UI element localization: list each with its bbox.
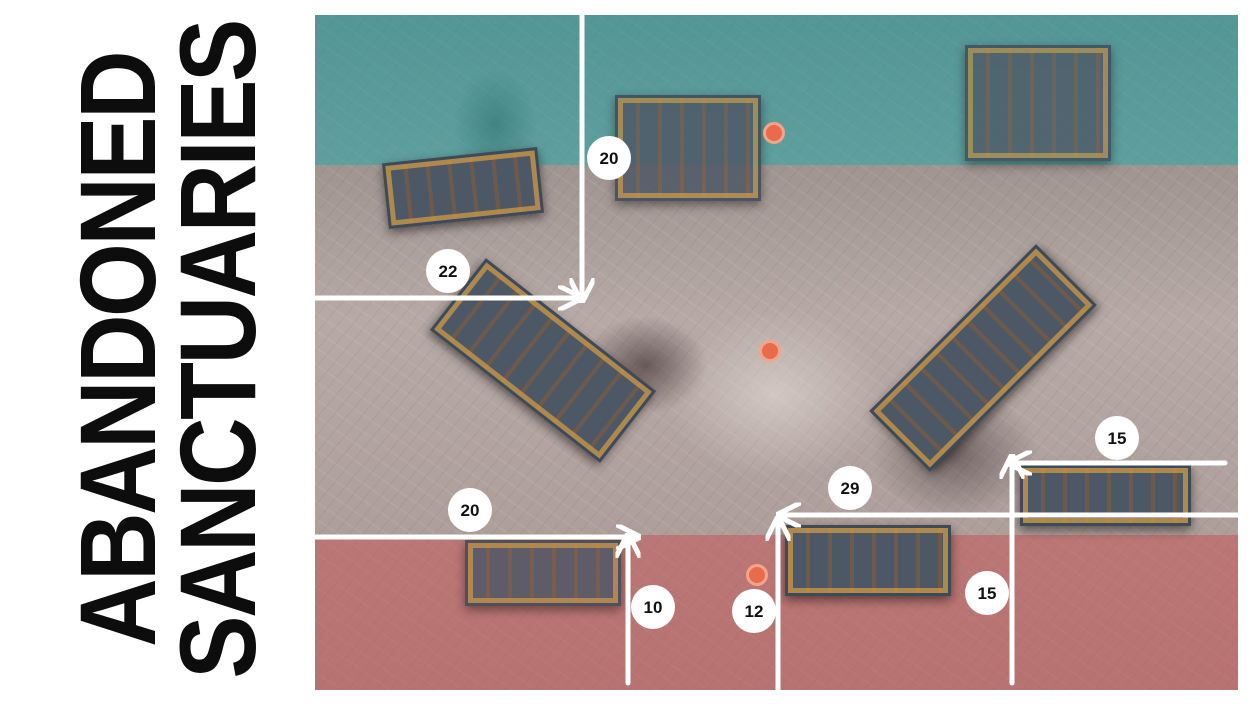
svg-text:10: 10 [644, 598, 663, 617]
title-line-2: SANCTUARIES [156, 21, 278, 679]
svg-text:22: 22 [439, 262, 458, 281]
svg-text:20: 20 [461, 501, 480, 520]
measure-badge-22: 22 [426, 249, 470, 293]
measure-badge-15-lower: 15 [965, 571, 1009, 615]
measure-badge-12: 12 [732, 589, 776, 633]
svg-text:15: 15 [1108, 429, 1127, 448]
svg-text:15: 15 [978, 584, 997, 603]
measure-badge-15-upper: 15 [1095, 416, 1139, 460]
ruin-bottom-left [465, 540, 621, 606]
measure-badge-20-top: 20 [587, 136, 631, 180]
measurement-overlay: 20 22 15 29 20 10 12 15 [315, 15, 1238, 690]
objective-marker-bottom [746, 564, 768, 586]
battlefield-map: 20 22 15 29 20 10 12 15 [315, 15, 1238, 690]
mission-title: ABANDONED SANCTUARIES [57, 21, 278, 678]
measure-badge-10: 10 [631, 585, 675, 629]
svg-text:20: 20 [600, 149, 619, 168]
objective-marker-top [763, 122, 785, 144]
svg-text:12: 12 [745, 602, 764, 621]
objective-marker-center [759, 340, 781, 362]
measure-badge-29: 29 [828, 466, 872, 510]
title-line-1: ABANDONED [56, 53, 178, 647]
svg-text:29: 29 [841, 479, 860, 498]
measure-badge-20-bottom: 20 [448, 488, 492, 532]
ruin-top-right [965, 45, 1111, 161]
ruin-bottom-center [785, 525, 951, 596]
